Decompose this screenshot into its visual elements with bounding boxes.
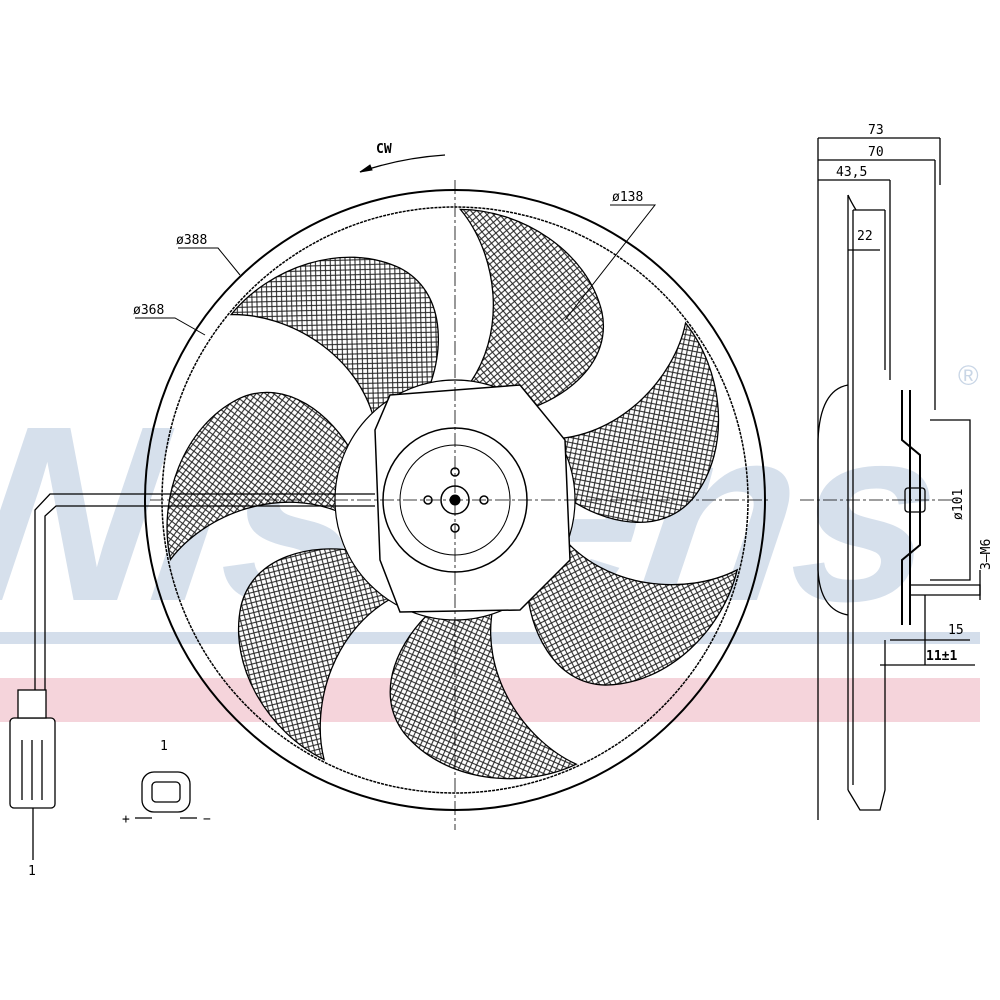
fan-blade xyxy=(389,602,578,780)
dim-70-line xyxy=(818,159,936,410)
connector xyxy=(9,689,197,860)
dim-43-line xyxy=(818,179,891,380)
hub-diameter-label: ø138 xyxy=(612,190,643,205)
dim-15-label: 15 xyxy=(948,623,964,638)
ring-inner-diameter-label: ø368 xyxy=(133,303,164,318)
ring-outer-diameter-label: ø388 xyxy=(176,233,207,248)
shroud-edge xyxy=(847,194,886,811)
fan-front-view xyxy=(34,154,770,830)
connector-pins xyxy=(21,740,43,800)
connector-face-detail xyxy=(141,771,191,813)
rotation-arrow xyxy=(359,154,446,173)
leader-line xyxy=(135,317,206,336)
minus-terminal-label: − xyxy=(203,812,211,827)
fan-blade xyxy=(166,391,354,561)
power-cable xyxy=(34,493,375,690)
blade-profile xyxy=(817,384,849,616)
plus-terminal-label: + xyxy=(122,812,130,827)
registered-mark: ® xyxy=(958,360,979,391)
leader-line xyxy=(178,247,241,276)
arrow-head-icon xyxy=(359,164,373,173)
fan-blade xyxy=(545,321,720,523)
dim-70-label: 70 xyxy=(868,145,884,160)
motor-mount-plate xyxy=(374,384,571,613)
dim-15-11-lines xyxy=(880,595,975,666)
bolts-label: 3–M6 xyxy=(979,539,994,570)
dim-101-label: ø101 xyxy=(951,489,966,520)
bolt-profile xyxy=(910,584,981,596)
shroud-profile xyxy=(847,195,886,790)
dim-11-label: 11±1 xyxy=(926,649,957,664)
fan-blades xyxy=(166,208,739,780)
connector-socket xyxy=(151,781,181,803)
connector-pin-label: 1 xyxy=(28,864,36,879)
fan-side-view xyxy=(800,137,981,820)
fan-blade xyxy=(458,208,605,412)
fan-blade xyxy=(237,548,400,761)
fan-blade xyxy=(229,256,440,426)
dim-43-5-label: 43,5 xyxy=(836,165,867,180)
rotation-label: CW xyxy=(376,142,392,157)
dim-22-label: 22 xyxy=(857,229,873,244)
connector-boot xyxy=(17,689,47,719)
leader-line xyxy=(564,204,657,321)
dim-73-label: 73 xyxy=(868,123,884,138)
fan-blade xyxy=(526,532,739,686)
connector-detail-label: 1 xyxy=(160,739,168,754)
